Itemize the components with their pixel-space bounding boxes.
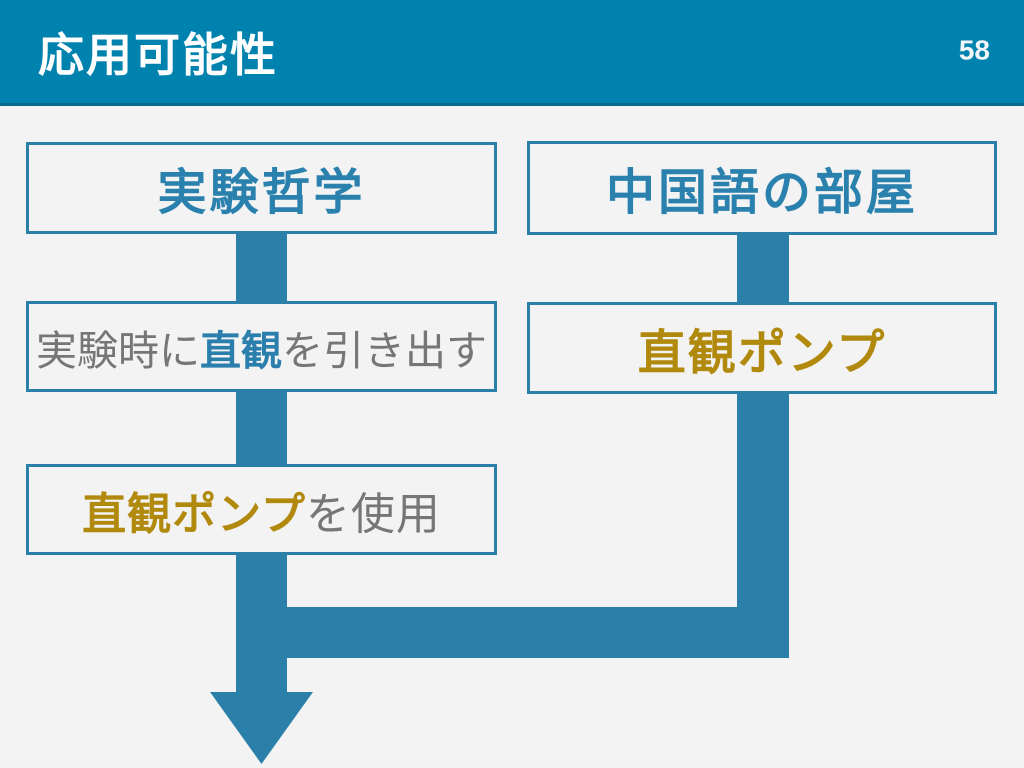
box-chinese-room: 中国語の部屋 bbox=[527, 141, 997, 235]
box-elicit-intuition-prefix: 実験時に bbox=[36, 327, 200, 374]
box-elicit-intuition: 実験時に直観を引き出す bbox=[26, 301, 497, 392]
box-experimental-philosophy: 実験哲学 bbox=[26, 142, 497, 234]
page-number: 58 bbox=[958, 34, 990, 66]
box-elicit-intuition-suffix: を引き出す bbox=[282, 327, 487, 374]
slide-title: 応用可能性 bbox=[38, 28, 278, 81]
box-use-intuition-pump-suffix: を使用 bbox=[305, 489, 441, 539]
box-elicit-intuition-highlight: 直観 bbox=[200, 327, 282, 374]
box-intuition-pump: 直観ポンプ bbox=[527, 302, 997, 394]
title-bar: 応用可能性 58 bbox=[0, 0, 1024, 106]
box-use-intuition-pump: 直観ポンプを使用 bbox=[26, 464, 497, 555]
box-experimental-philosophy-label: 実験哲学 bbox=[157, 165, 366, 220]
box-intuition-pump-label: 直観ポンプ bbox=[637, 327, 887, 380]
box-chinese-room-label: 中国語の部屋 bbox=[605, 165, 918, 220]
right-flow-connector bbox=[737, 235, 789, 658]
box-use-intuition-pump-highlight: 直観ポンプ bbox=[82, 489, 306, 539]
merge-connector bbox=[287, 607, 789, 658]
down-arrow-icon bbox=[210, 692, 313, 764]
